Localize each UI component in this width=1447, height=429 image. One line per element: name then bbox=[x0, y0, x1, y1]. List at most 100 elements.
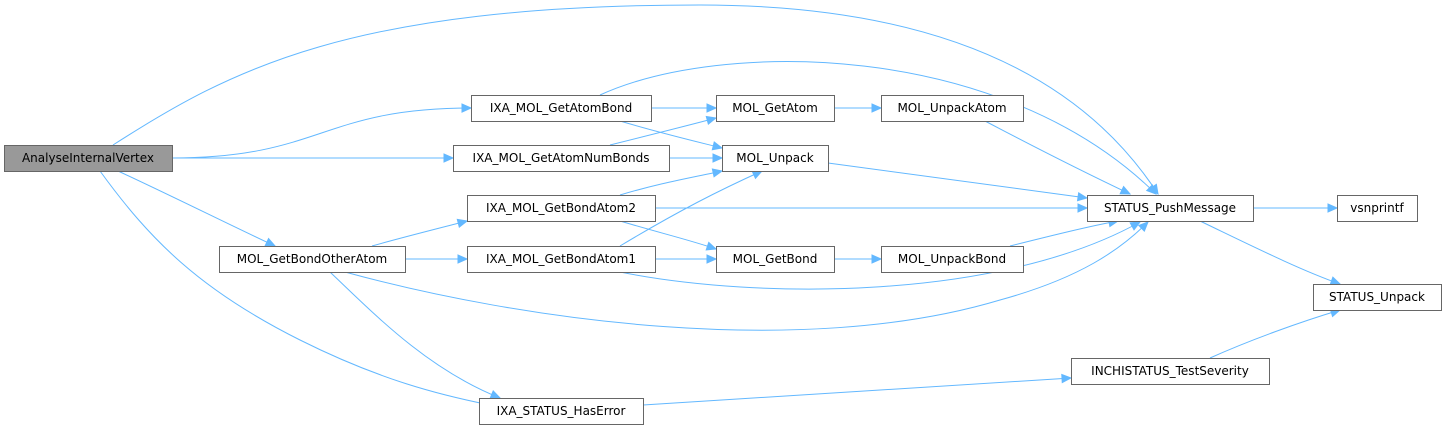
node-box bbox=[722, 145, 829, 172]
node-inchistatus-test-severity[interactable]: INCHISTATUS_TestSeverity bbox=[1071, 358, 1270, 385]
edge-line bbox=[171, 107, 472, 159]
node-box bbox=[1337, 195, 1418, 222]
edge-ixa-mol-get-bond-atom2-to-status-push-message bbox=[655, 203, 1089, 213]
node-status-push-message[interactable]: STATUS_PushMessage bbox=[1087, 195, 1254, 222]
arrow-head bbox=[705, 241, 718, 251]
node-label: IXA_MOL_GetBondAtom2 bbox=[486, 201, 636, 215]
node-mol-get-atom[interactable]: MOL_GetAtom bbox=[716, 95, 835, 122]
arrow-head bbox=[457, 254, 469, 264]
edge-line bbox=[619, 120, 723, 149]
edge-line bbox=[619, 170, 723, 196]
arrow-head bbox=[712, 153, 724, 163]
edge-status-push-message-to-vsnprintf bbox=[1253, 203, 1339, 213]
edge-line bbox=[599, 61, 1157, 195]
edge-line bbox=[619, 221, 1141, 290]
arrow-head bbox=[711, 168, 724, 178]
edge-mol-unpack-bond-to-status-push-message bbox=[1009, 218, 1120, 247]
node-ixa-mol-get-bond-atom2[interactable]: IXA_MOL_GetBondAtom2 bbox=[467, 195, 656, 222]
arrow-head bbox=[706, 103, 718, 113]
edge-ixa-mol-get-bond-atom2-to-mol-unpack bbox=[619, 168, 724, 196]
arrow-head bbox=[1329, 276, 1342, 286]
edge-line bbox=[99, 170, 491, 406]
edge-line bbox=[329, 271, 501, 399]
node-vsnprintf[interactable]: vsnprintf bbox=[1337, 195, 1418, 222]
node-ixa-mol-get-atom-num-bonds[interactable]: IXA_MOL_GetAtomNumBonds bbox=[453, 145, 670, 172]
node-box bbox=[881, 246, 1024, 273]
edge-line bbox=[827, 162, 1088, 199]
arrow-head bbox=[705, 115, 718, 126]
edge-line bbox=[642, 377, 1072, 406]
node-mol-unpack-atom[interactable]: MOL_UnpackAtom bbox=[881, 95, 1024, 122]
node-box bbox=[453, 145, 670, 172]
node-ixa-mol-get-bond-atom1[interactable]: IXA_MOL_GetBondAtom1 bbox=[467, 246, 656, 273]
edge-line bbox=[344, 221, 1149, 331]
node-label: STATUS_PushMessage bbox=[1104, 201, 1236, 215]
arrow-head bbox=[711, 141, 724, 151]
edge-line bbox=[117, 170, 276, 247]
arrow-head bbox=[264, 237, 277, 247]
arrow-head bbox=[1327, 203, 1339, 213]
edge-ixa-mol-get-bond-atom1-to-mol-get-bond bbox=[655, 254, 718, 264]
node-label: vsnprintf bbox=[1350, 201, 1404, 215]
edge-analyse-internal-vertex-to-ixa-mol-get-atom-num-bonds bbox=[171, 153, 455, 163]
edge-mol-get-atom-to-mol-unpack-atom bbox=[833, 103, 883, 113]
arrow-head bbox=[1061, 373, 1073, 384]
node-label: MOL_UnpackAtom bbox=[897, 101, 1006, 115]
node-box bbox=[1087, 195, 1254, 222]
node-label: MOL_GetBond bbox=[733, 252, 818, 266]
arrow-head bbox=[706, 254, 718, 264]
edge-mol-get-bond-other-atom-to-status-push-message bbox=[344, 221, 1149, 331]
edge-line bbox=[1209, 309, 1341, 359]
node-label: MOL_UnpackBond bbox=[898, 252, 1006, 266]
edge-line bbox=[371, 220, 468, 247]
node-mol-unpack[interactable]: MOL_Unpack bbox=[722, 145, 829, 172]
node-box bbox=[1071, 358, 1270, 385]
node-mol-get-bond[interactable]: MOL_GetBond bbox=[716, 246, 835, 273]
edge-ixa-mol-get-bond-atom2-to-mol-get-bond bbox=[619, 220, 718, 251]
node-label: AnalyseInternalVertex bbox=[22, 151, 154, 165]
edge-ixa-mol-get-bond-atom1-to-status-push-message bbox=[619, 221, 1142, 290]
node-status-unpack[interactable]: STATUS_Unpack bbox=[1313, 284, 1442, 311]
arrow-head bbox=[1145, 183, 1157, 195]
node-label: MOL_GetBondOtherAtom bbox=[237, 252, 387, 266]
node-box bbox=[467, 195, 656, 222]
arrow-head bbox=[1129, 221, 1142, 231]
edge-mol-get-bond-other-atom-to-ixa-status-has-error bbox=[329, 271, 502, 399]
node-analyse-internal-vertex[interactable]: AnalyseInternalVertex bbox=[4, 145, 173, 172]
edge-ixa-mol-get-atom-bond-to-mol-get-atom bbox=[650, 103, 718, 113]
edge-mol-get-bond-to-mol-unpack-bond bbox=[834, 254, 883, 264]
arrow-head bbox=[1119, 185, 1132, 195]
edge-line bbox=[609, 117, 717, 146]
edge-mol-unpack-atom-to-status-push-message bbox=[984, 120, 1132, 195]
node-box bbox=[219, 246, 406, 273]
node-label: IXA_STATUS_HasError bbox=[497, 404, 626, 418]
arrow-head bbox=[1137, 221, 1149, 233]
nodes-layer: AnalyseInternalVertex MOL_GetBondOtherAt… bbox=[4, 95, 1442, 425]
edge-analyse-internal-vertex-to-mol-get-bond-other-atom bbox=[117, 170, 277, 247]
edge-mol-get-bond-other-atom-to-ixa-mol-get-bond-atom1 bbox=[405, 254, 469, 264]
arrow-head bbox=[461, 103, 473, 113]
node-ixa-status-has-error[interactable]: IXA_STATUS_HasError bbox=[479, 398, 644, 425]
node-ixa-mol-get-atom-bond[interactable]: IXA_MOL_GetAtomBond bbox=[471, 95, 652, 122]
edge-line bbox=[984, 120, 1131, 195]
arrow-head bbox=[751, 170, 764, 180]
edge-line bbox=[1009, 220, 1119, 247]
node-box bbox=[471, 95, 652, 122]
node-mol-unpack-bond[interactable]: MOL_UnpackBond bbox=[881, 246, 1024, 273]
arrow-head bbox=[871, 254, 883, 264]
arrow-head bbox=[871, 103, 883, 113]
node-box bbox=[881, 95, 1024, 122]
node-mol-get-bond-other-atom[interactable]: MOL_GetBondOtherAtom bbox=[219, 246, 406, 273]
edge-line bbox=[112, 4, 1159, 195]
edge-ixa-mol-get-atom-num-bonds-to-mol-get-atom bbox=[609, 115, 718, 146]
edge-mol-unpack-to-status-push-message bbox=[827, 162, 1089, 202]
edge-line bbox=[619, 170, 763, 247]
edge-mol-get-bond-other-atom-to-ixa-mol-get-bond-atom2 bbox=[371, 218, 469, 247]
edge-ixa-mol-get-atom-bond-to-status-push-message bbox=[599, 61, 1157, 195]
node-label: IXA_MOL_GetBondAtom1 bbox=[486, 252, 636, 266]
node-label: STATUS_Unpack bbox=[1329, 290, 1425, 304]
node-label: IXA_MOL_GetAtomBond bbox=[490, 101, 632, 115]
arrow-head bbox=[1077, 203, 1089, 213]
edge-ixa-mol-get-atom-num-bonds-to-mol-unpack bbox=[668, 153, 724, 163]
